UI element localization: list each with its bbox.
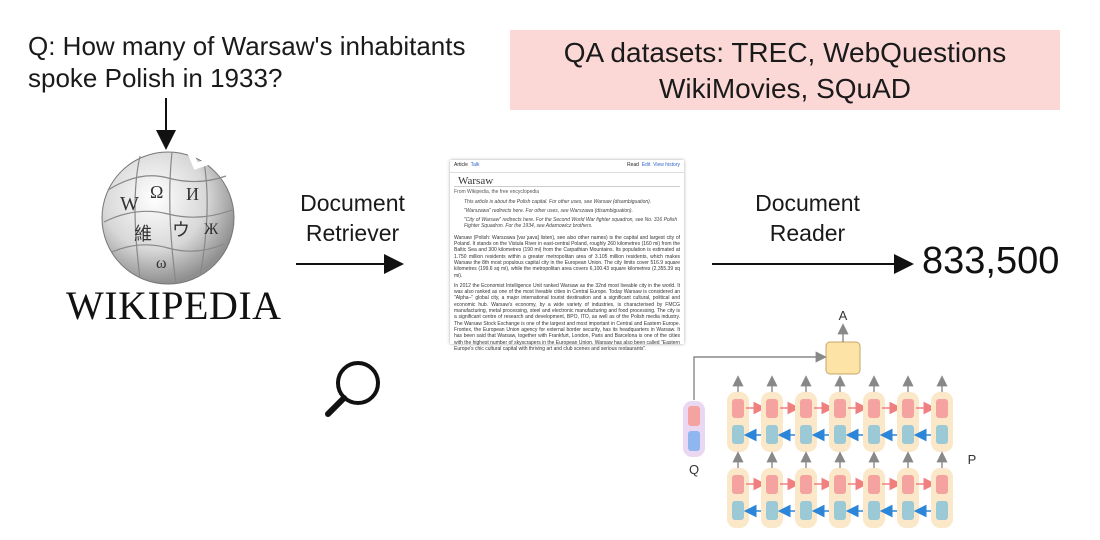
answer-box [825, 341, 861, 375]
backward-state [766, 501, 778, 520]
wikipedia-globe-icon: W Ω И 維 ウ Ж ω [101, 150, 235, 285]
backward-state [800, 425, 812, 444]
backward-state [902, 425, 914, 444]
forward-state [766, 475, 778, 494]
backward-state [902, 501, 914, 520]
globe-glyph-1: W [120, 193, 139, 215]
forward-state [936, 475, 948, 494]
backward-state [936, 425, 948, 444]
tab-talk: Talk [470, 162, 480, 168]
forward-state [902, 475, 914, 494]
backward-state [868, 501, 880, 520]
globe-glyph-3: И [186, 184, 199, 204]
answer-label: A [839, 308, 848, 323]
question-state-top [688, 406, 700, 426]
retriever-line-1: Document [300, 190, 405, 216]
forward-state [732, 399, 744, 418]
question-label: Q [689, 462, 699, 477]
datasets-line-2: WikiMovies, SQuAD [658, 73, 912, 104]
article-paragraph-2: In 2012 the Economist Intelligence Unit … [454, 282, 680, 352]
reader-line-1: Document [755, 190, 860, 216]
tab-read: Read [626, 162, 639, 168]
forward-state [936, 399, 948, 418]
backward-state [834, 425, 846, 444]
wikipedia-wordmark: WIKIPEDIA [66, 283, 282, 328]
magnifier-icon [325, 361, 380, 417]
question-line-1: Q: How many of Warsaw's inhabitants [28, 31, 466, 61]
wikipedia-article-thumbnail: Article Talk Read Edit View history Wars… [450, 160, 684, 352]
question-to-answer-arrow [693, 351, 827, 400]
tab-view-history: View history [653, 162, 680, 168]
backward-state [732, 501, 744, 520]
forward-state [800, 399, 812, 418]
passage-label: P [968, 452, 977, 467]
backward-state [834, 501, 846, 520]
question-text: Q: How many of Warsaw's inhabitants spok… [28, 30, 498, 94]
retriever-line-2: Retriever [305, 220, 400, 246]
forward-state [834, 475, 846, 494]
forward-state [902, 399, 914, 418]
forward-state [732, 475, 744, 494]
backward-state [868, 425, 880, 444]
globe-glyph-2: Ω [150, 182, 163, 202]
globe-glyph-6: Ж [204, 221, 219, 238]
document-retriever-label: Document Retriever [285, 188, 420, 248]
article-paragraph-1: Warsaw (Polish: Warszawa [varˈʂava] list… [454, 234, 680, 279]
article-hatnote-2: "Warszawa" redirects here. For other use… [464, 207, 633, 214]
backward-state [936, 501, 948, 520]
forward-state [868, 475, 880, 494]
forward-state [868, 399, 880, 418]
globe-glyph-4: 維 [134, 224, 152, 244]
backward-state [732, 425, 744, 444]
article-title: Warsaw [454, 173, 680, 188]
backward-state [766, 425, 778, 444]
article-subtitle: From Wikipedia, the free encyclopedia [454, 189, 540, 196]
globe-glyph-5: ウ [172, 220, 190, 240]
answer-value: 833,500 [922, 240, 1060, 282]
forward-state [800, 475, 812, 494]
datasets-line-1: QA datasets: TREC, WebQuestions [563, 37, 1007, 68]
globe-glyph-7: ω [156, 255, 167, 272]
question-line-2: spoke Polish in 1933? [28, 63, 283, 93]
document-reader-label: Document Reader [740, 188, 875, 248]
question-state-bottom [688, 431, 700, 451]
reader-line-2: Reader [769, 220, 846, 246]
backward-state [800, 501, 812, 520]
qa-datasets-box: QA datasets: TREC, WebQuestions WikiMovi… [510, 30, 1060, 110]
article-hatnote-1: This article is about the Polish capital… [464, 198, 652, 205]
article-hatnote-3: "City of Warsaw" redirects here. For the… [464, 217, 678, 230]
forward-state [766, 399, 778, 418]
forward-state [834, 399, 846, 418]
tab-article: Article [454, 162, 468, 168]
tab-edit: Edit [641, 162, 651, 168]
article-tabs: Article Talk Read Edit View history [450, 160, 684, 173]
